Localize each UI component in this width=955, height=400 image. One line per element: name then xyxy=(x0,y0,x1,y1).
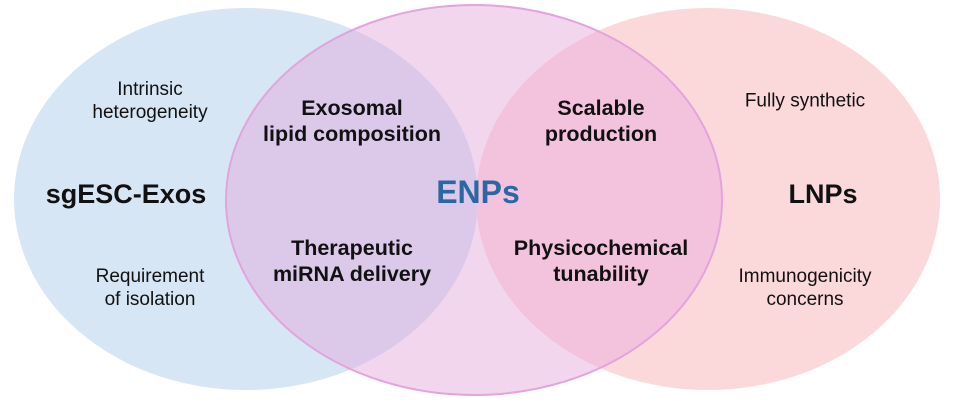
overlap-lc-item-mirna: Therapeutic miRNA delivery xyxy=(273,236,431,288)
overlap-cr-item-line-1: Scalable xyxy=(557,96,645,121)
left-note-isolation: Requirement of isolation xyxy=(96,266,205,312)
overlap-cr-item-line-2: tunability xyxy=(553,262,649,286)
left-note-line-2: heterogeneity xyxy=(92,102,208,123)
right-set-title: LNPs xyxy=(788,178,858,209)
right-note-line-2: concerns xyxy=(766,289,844,310)
center-set-title: ENPs xyxy=(436,173,520,210)
overlap-center-right xyxy=(476,8,722,390)
left-note-line-1: Requirement xyxy=(95,266,205,288)
overlap-cr-item-scalable: Scalable production xyxy=(545,96,657,148)
overlap-left-center xyxy=(226,8,478,390)
overlap-lc-item-line-2: lipid composition xyxy=(263,122,441,146)
overlap-lc-item-line-1: Exosomal xyxy=(301,96,403,121)
overlap-lc-item-line-1: Therapeutic xyxy=(291,236,413,261)
left-note-line-1: Intrinsic xyxy=(117,79,183,101)
right-note-line-1: Immunogenicity xyxy=(738,266,872,288)
right-note-immunogenicity: Immunogenicity concerns xyxy=(738,266,871,312)
overlap-cr-item-tunability: Physicochemical tunability xyxy=(514,236,688,288)
set-center-border xyxy=(225,4,723,396)
overlap-lc-item-lipid: Exosomal lipid composition xyxy=(263,96,441,148)
overlap-lc-item-line-2: miRNA delivery xyxy=(272,262,432,286)
left-note-heterogeneity: Intrinsic heterogeneity xyxy=(92,79,207,125)
overlap-cr-item-line-1: Physicochemical xyxy=(513,236,689,261)
right-note-synthetic: Fully synthetic xyxy=(744,90,866,112)
left-set-title: sgESC-Exos xyxy=(45,178,207,209)
overlap-cr-item-line-2: production xyxy=(544,122,658,146)
left-note-line-2: of isolation xyxy=(104,289,196,310)
